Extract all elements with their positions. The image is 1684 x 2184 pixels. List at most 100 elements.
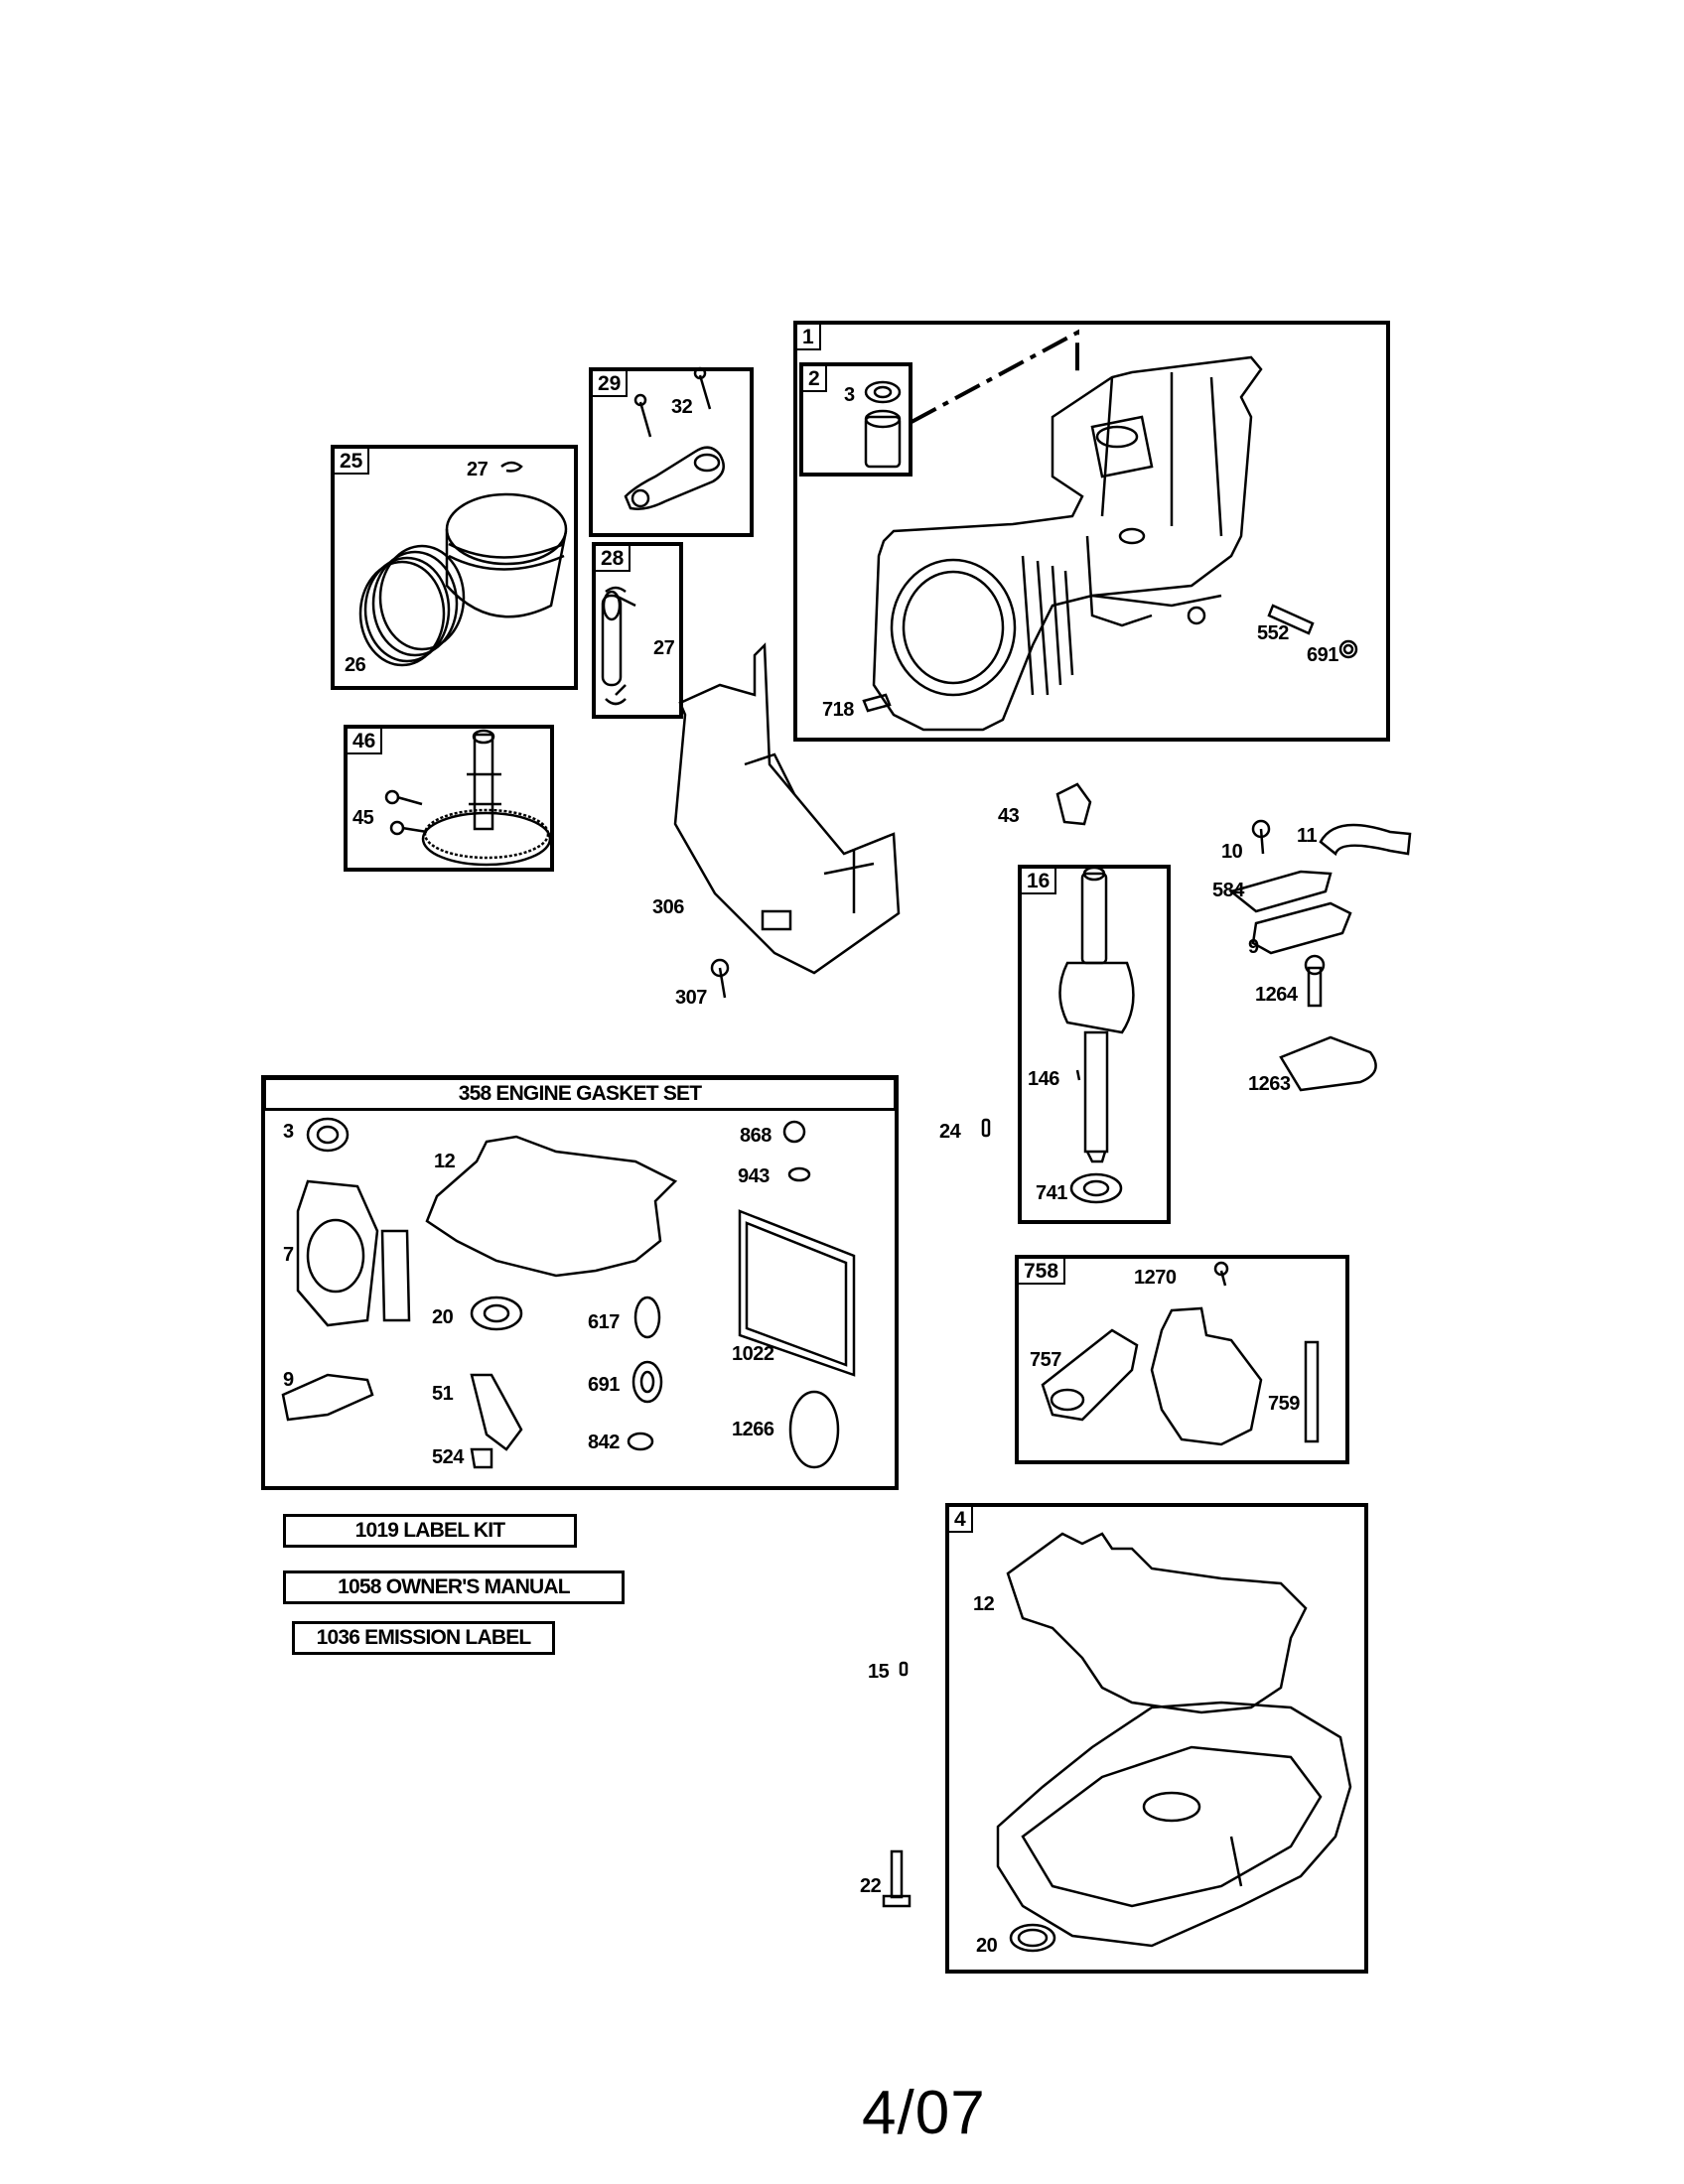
part-label: 45 bbox=[352, 807, 374, 829]
part-label: 20 bbox=[976, 1935, 998, 1957]
box-46-frame bbox=[344, 725, 554, 872]
cylinder-block-illustration bbox=[872, 355, 1263, 732]
part-label: 27 bbox=[653, 637, 675, 659]
gasket-label: 1022 bbox=[732, 1343, 774, 1365]
part-label: 24 bbox=[939, 1121, 961, 1143]
dowel-718 bbox=[862, 693, 892, 713]
part-label: 12 bbox=[973, 1593, 995, 1615]
air-guide-illustration bbox=[673, 642, 901, 975]
crankshaft-illustration bbox=[1058, 866, 1135, 1163]
box-4-frame bbox=[945, 1503, 1368, 1974]
label-kit-title: 1019 LABEL KIT bbox=[283, 1514, 577, 1548]
sump-illustration bbox=[996, 1532, 1352, 1948]
box-1-frame bbox=[793, 321, 1390, 742]
assembly-leader-line bbox=[911, 329, 1079, 424]
gasket-label: 1266 bbox=[732, 1419, 774, 1440]
gasket-set-title: 358 ENGINE GASKET SET bbox=[263, 1077, 897, 1111]
gasket-label: 20 bbox=[432, 1306, 454, 1328]
page-number: 4/07 bbox=[862, 2079, 986, 2147]
box-tag-16: 16 bbox=[1020, 867, 1057, 894]
gasket-label: 3 bbox=[283, 1121, 294, 1143]
part-label: 1264 bbox=[1255, 984, 1298, 1006]
pin-552 bbox=[1267, 604, 1315, 635]
gasket-label: 943 bbox=[738, 1165, 770, 1187]
gasket-label: 12 bbox=[434, 1151, 456, 1172]
wrist-pin-illustration bbox=[601, 586, 636, 706]
gasket-label: 691 bbox=[588, 1374, 620, 1396]
dowel-15 bbox=[899, 1661, 909, 1677]
box-tag-28: 28 bbox=[594, 544, 632, 572]
part-label: 10 bbox=[1221, 841, 1243, 863]
owners-manual-title: 1058 OWNER'S MANUAL bbox=[283, 1570, 625, 1604]
bolts-32 bbox=[633, 366, 712, 438]
part-label: 307 bbox=[675, 987, 707, 1009]
piston-illustration bbox=[445, 492, 568, 618]
part-label: 26 bbox=[345, 654, 366, 676]
box-tag-758: 758 bbox=[1017, 1257, 1066, 1285]
part-label: 584 bbox=[1212, 880, 1244, 901]
box-tag-46: 46 bbox=[346, 727, 383, 754]
gasket-set-illustrations bbox=[281, 1117, 856, 1469]
connecting-rod-illustration bbox=[624, 446, 725, 510]
gasket-label: 524 bbox=[432, 1446, 464, 1468]
box-tag-1: 1 bbox=[795, 323, 821, 350]
gasket-label: 7 bbox=[283, 1244, 294, 1266]
part-label: 22 bbox=[860, 1875, 882, 1897]
box-tag-25: 25 bbox=[333, 447, 370, 475]
governor-43 bbox=[1055, 782, 1092, 826]
seal-20 bbox=[1009, 1923, 1056, 1953]
gasket-9 bbox=[1251, 901, 1352, 955]
oil-pump-illustration bbox=[1041, 1261, 1320, 1446]
part-label: 43 bbox=[998, 805, 1020, 827]
part-label: 1263 bbox=[1248, 1073, 1291, 1095]
lifters-45 bbox=[384, 789, 428, 836]
clip-27 bbox=[500, 461, 523, 473]
part-label: 759 bbox=[1268, 1393, 1300, 1415]
bolt-22 bbox=[882, 1849, 912, 1908]
emission-label-title: 1036 EMISSION LABEL bbox=[292, 1621, 555, 1655]
box-25-frame bbox=[331, 445, 578, 690]
part-label: 9 bbox=[1248, 936, 1259, 958]
gasket-label: 9 bbox=[283, 1369, 294, 1391]
part-label: 552 bbox=[1257, 622, 1289, 644]
camshaft-illustration bbox=[421, 729, 552, 867]
bearing-illustration bbox=[864, 380, 902, 469]
part-label: 27 bbox=[467, 459, 489, 480]
gasket-label: 868 bbox=[740, 1125, 772, 1147]
key-146 bbox=[1075, 1069, 1081, 1081]
box-tag-4: 4 bbox=[947, 1505, 973, 1533]
box-28-frame bbox=[592, 542, 683, 719]
pin-24 bbox=[981, 1118, 991, 1138]
gear-741 bbox=[1069, 1172, 1123, 1204]
bolt-307 bbox=[710, 958, 730, 999]
bolt-10 bbox=[1251, 819, 1271, 855]
part-label: 15 bbox=[868, 1661, 890, 1683]
part-label: 741 bbox=[1036, 1182, 1067, 1204]
gasket-label: 842 bbox=[588, 1432, 620, 1453]
bolt-1264 bbox=[1304, 954, 1326, 1008]
gasket-label: 617 bbox=[588, 1311, 620, 1333]
rings-illustration bbox=[358, 544, 466, 667]
part-label: 718 bbox=[822, 699, 854, 721]
part-label: 757 bbox=[1030, 1349, 1061, 1371]
plate-1263 bbox=[1279, 1035, 1377, 1092]
box-tag-2: 2 bbox=[801, 364, 827, 392]
box-2-frame bbox=[799, 362, 912, 477]
cover-584 bbox=[1228, 870, 1333, 913]
part-label: 3 bbox=[844, 384, 855, 406]
part-label: 691 bbox=[1307, 644, 1338, 666]
gasket-label: 51 bbox=[432, 1383, 454, 1405]
box-758-frame bbox=[1015, 1255, 1349, 1464]
part-label: 146 bbox=[1028, 1068, 1059, 1090]
seal-691 bbox=[1338, 639, 1358, 659]
box-tag-29: 29 bbox=[591, 369, 629, 397]
box-frames bbox=[261, 321, 1390, 1974]
box-16-frame bbox=[1018, 865, 1171, 1224]
part-label: 1270 bbox=[1134, 1267, 1177, 1289]
part-label: 11 bbox=[1297, 825, 1318, 847]
part-label: 32 bbox=[671, 396, 693, 418]
tube-11 bbox=[1319, 823, 1412, 857]
part-label: 306 bbox=[652, 896, 684, 918]
box-29-frame bbox=[589, 367, 754, 537]
